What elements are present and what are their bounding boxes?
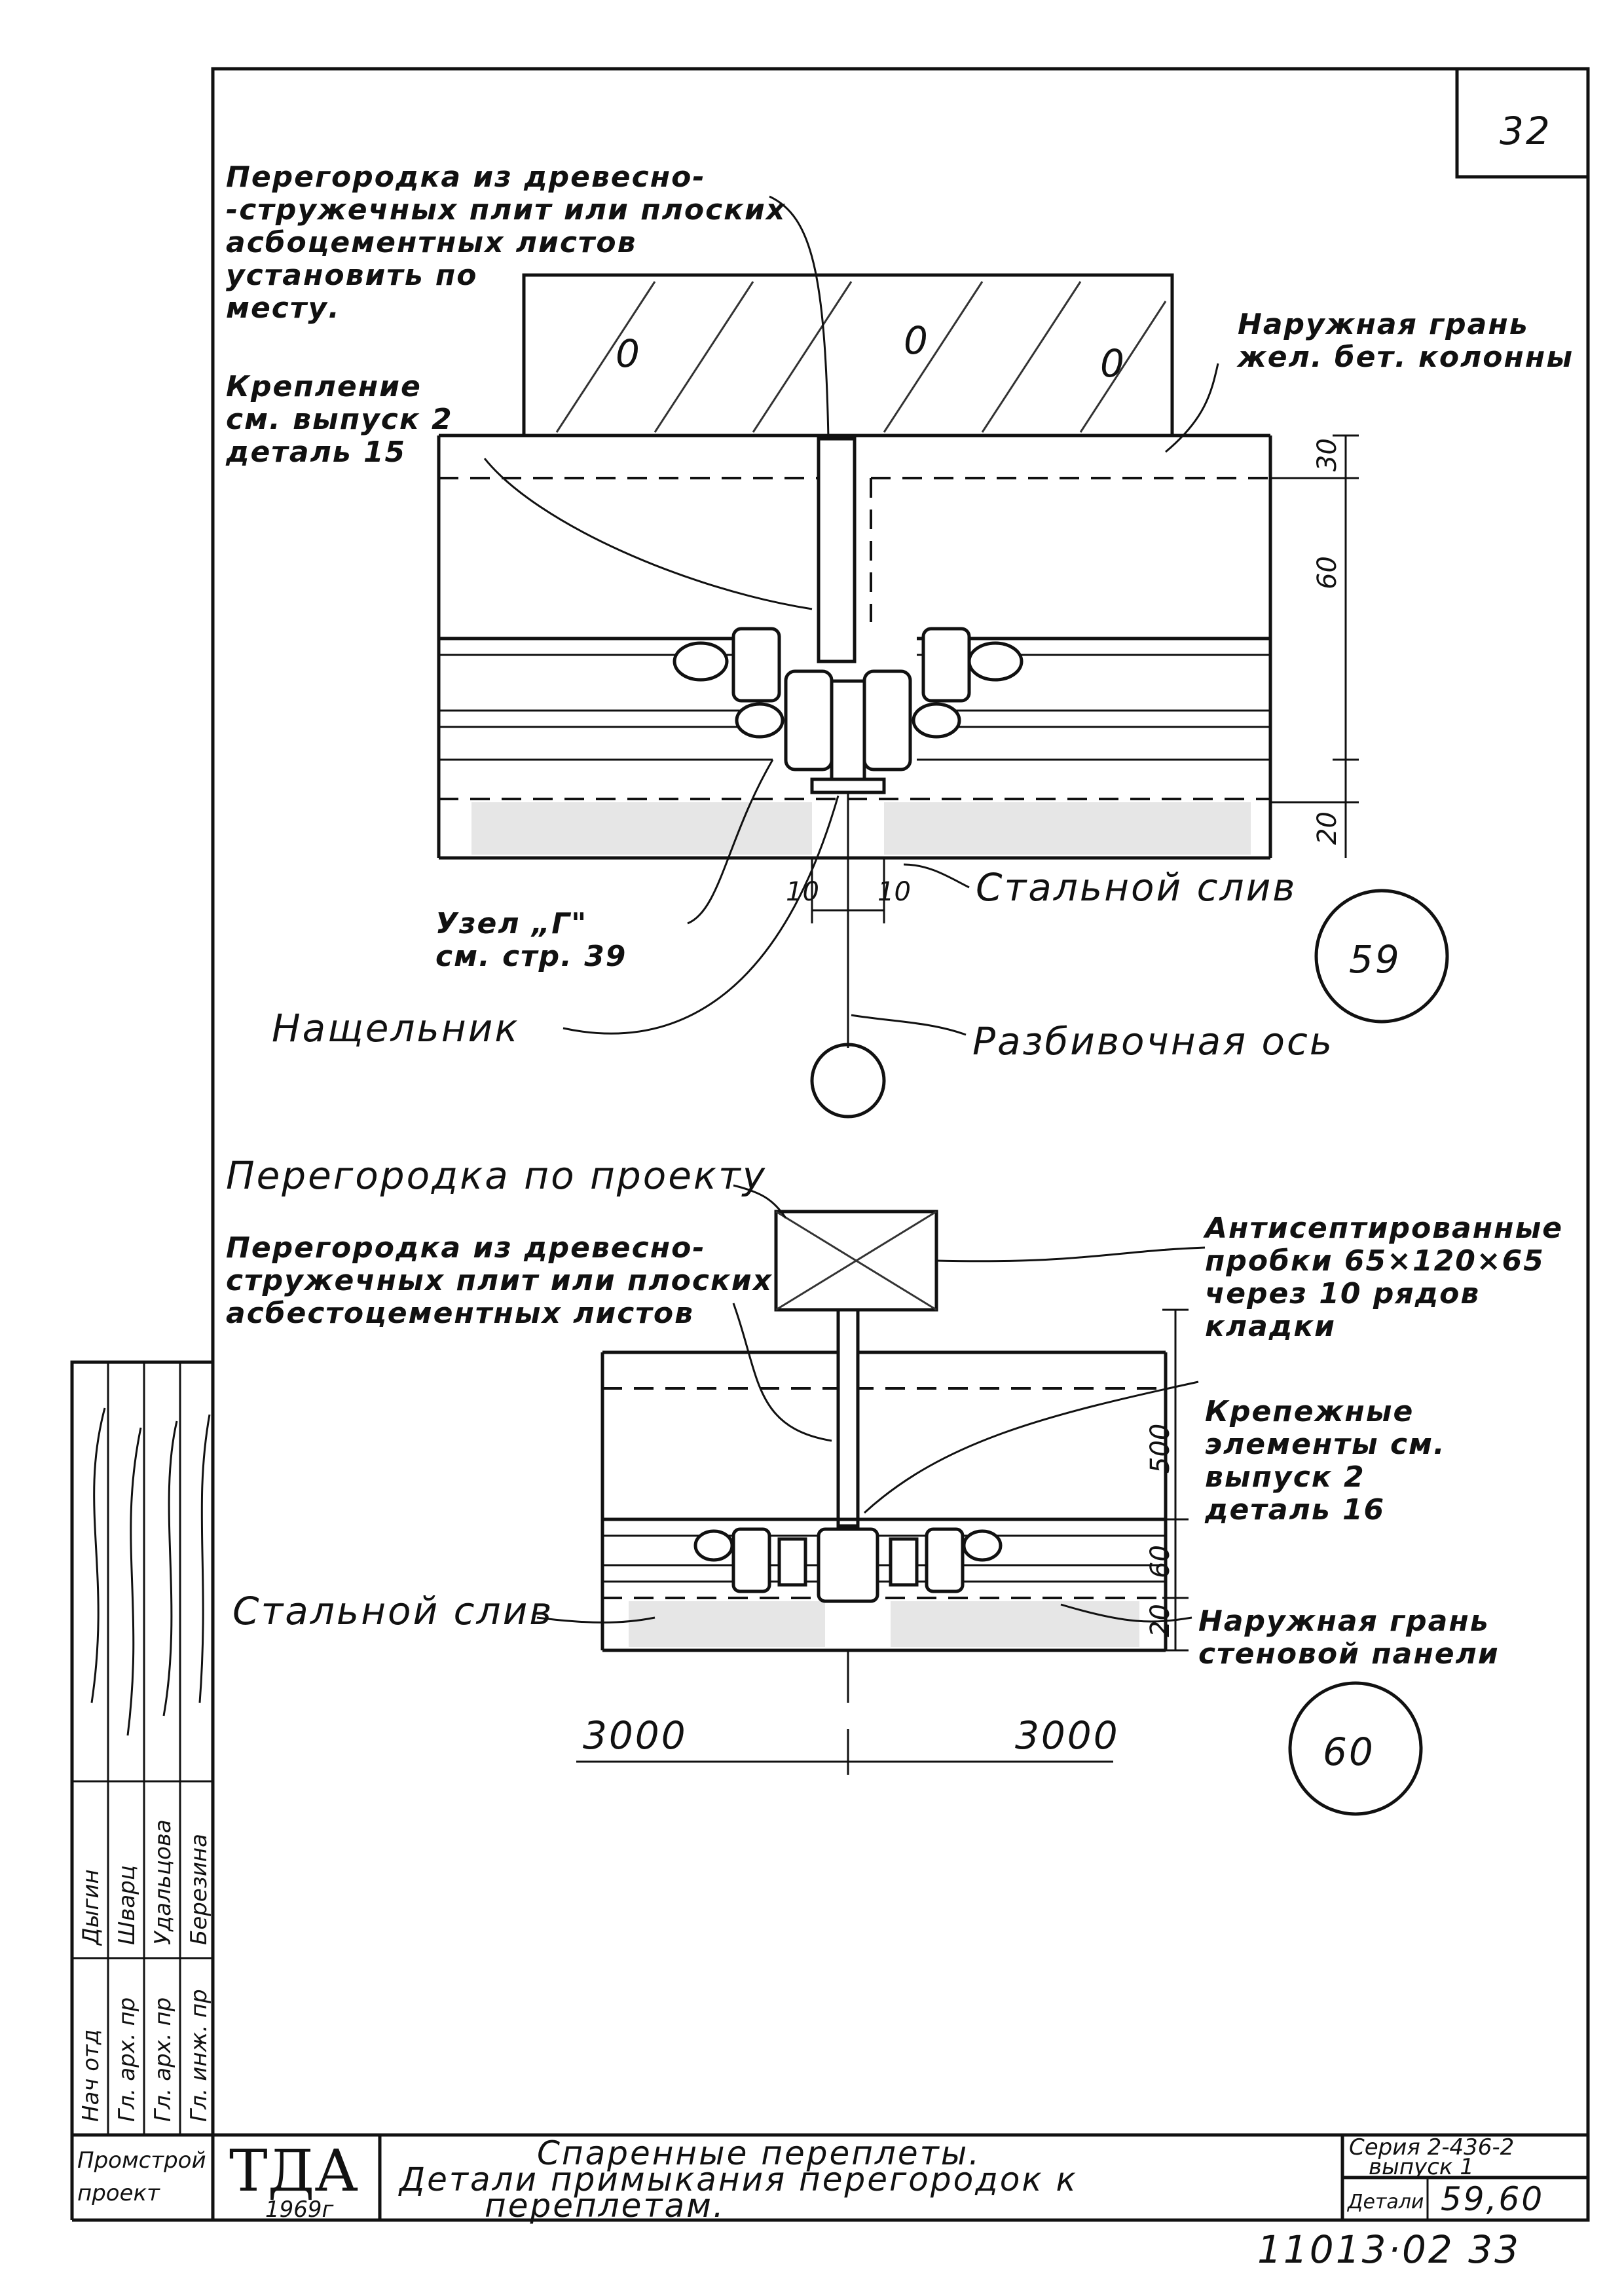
sheet-frame: [211, 67, 1590, 2222]
detail-number-60: 60: [1323, 1730, 1375, 1774]
logo: ТДА: [229, 2137, 358, 2204]
label-outer-face-60: Наружная грань стеновой панели: [1198, 1604, 1501, 1671]
svg-text:Дыгин: Дыгин: [78, 1869, 104, 1946]
svg-text:500: 500: [1145, 1424, 1175, 1474]
svg-text:20: 20: [1312, 811, 1342, 845]
signature-strip: Нач отд Гл. арх. пр Гл. арх. пр Гл. инж.…: [70, 1360, 215, 2137]
partition-board-60: [836, 1308, 860, 1528]
svg-text:Шварц: Шварц: [114, 1865, 140, 1945]
label-partition-60: Перегородка из древесно- стружечных плит…: [226, 1231, 784, 1330]
detail-59: 0 0 0: [225, 160, 1574, 1119]
bottom-code: 11013·02 33: [1257, 2227, 1521, 2272]
detail-60: 500 60 20 3000 3000 Перегородка по проек…: [226, 1153, 1574, 1816]
sheet-number-box: [1455, 69, 1588, 179]
label-outer-face-59: Наружная грань жел. бет. колонны: [1236, 308, 1574, 374]
label-steel-drip-59: Стальной слив: [976, 865, 1297, 910]
svg-text:Промстрой: Промстрой: [77, 2147, 206, 2174]
svg-text:3000: 3000: [1015, 1713, 1120, 1758]
sheet-number: 32: [1500, 109, 1552, 153]
label-fixing-59: Крепление см. выпуск 2 деталь 15: [225, 370, 464, 469]
svg-text:Гл. инж. пр: Гл. инж. пр: [186, 1989, 212, 2122]
label-node-59: Узел „Г" см. стр. 39: [435, 907, 627, 973]
svg-text:Гл. арх. пр: Гл. арх. пр: [114, 1997, 140, 2122]
svg-text:0: 0: [904, 318, 930, 363]
title-block: Промстрой проект ТДА 1969г Спаренные пер…: [70, 2133, 1588, 2225]
svg-text:выпуск 1: выпуск 1: [1369, 2154, 1474, 2180]
drawing-title: Спаренные переплеты. Детали примыкания п…: [398, 2134, 1090, 2225]
svg-text:0: 0: [616, 331, 642, 376]
detail-number-circle-60: [1288, 1681, 1423, 1816]
label-axis: Разбивочная ось: [972, 1019, 1334, 1064]
label-plugs: Антисептированные пробки 65×120×65 через…: [1203, 1212, 1574, 1343]
svg-text:Серия 2-436-2: Серия 2-436-2: [1349, 2134, 1514, 2160]
svg-text:3000: 3000: [583, 1713, 688, 1758]
svg-text:Гл. арх. пр: Гл. арх. пр: [150, 1997, 176, 2122]
svg-text:60: 60: [1312, 556, 1342, 589]
svg-text:Удальцова: Удальцова: [150, 1819, 176, 1945]
svg-text:Нач отд: Нач отд: [78, 2030, 104, 2122]
svg-text:0: 0: [1100, 341, 1126, 386]
svg-text:30: 30: [1312, 438, 1342, 472]
label-partition-59: Перегородка из древесно- -стружечных пли…: [226, 160, 798, 325]
svg-text:Детали: Детали: [1346, 2191, 1424, 2214]
detail-number-59: 59: [1349, 937, 1401, 982]
label-steel-drip-60: Стальной слив: [232, 1589, 553, 1633]
svg-text:Березина: Березина: [186, 1834, 212, 1945]
label-batten: Нащельник: [272, 1006, 519, 1050]
label-fasteners: Крепежные элементы см. выпуск 2 деталь 1…: [1204, 1395, 1457, 1527]
svg-text:59,60: 59,60: [1441, 2180, 1544, 2218]
svg-text:10: 10: [877, 877, 911, 907]
svg-text:60: 60: [1145, 1545, 1175, 1578]
axis-circle: [810, 1043, 886, 1119]
batten: [810, 777, 886, 794]
label-partition-proj: Перегородка по проекту: [226, 1153, 767, 1198]
svg-text:1969г: 1969г: [265, 2197, 335, 2223]
svg-text:проект: проект: [77, 2180, 160, 2206]
partition-board: [817, 437, 857, 663]
detail-number-circle-59: [1314, 889, 1449, 1024]
